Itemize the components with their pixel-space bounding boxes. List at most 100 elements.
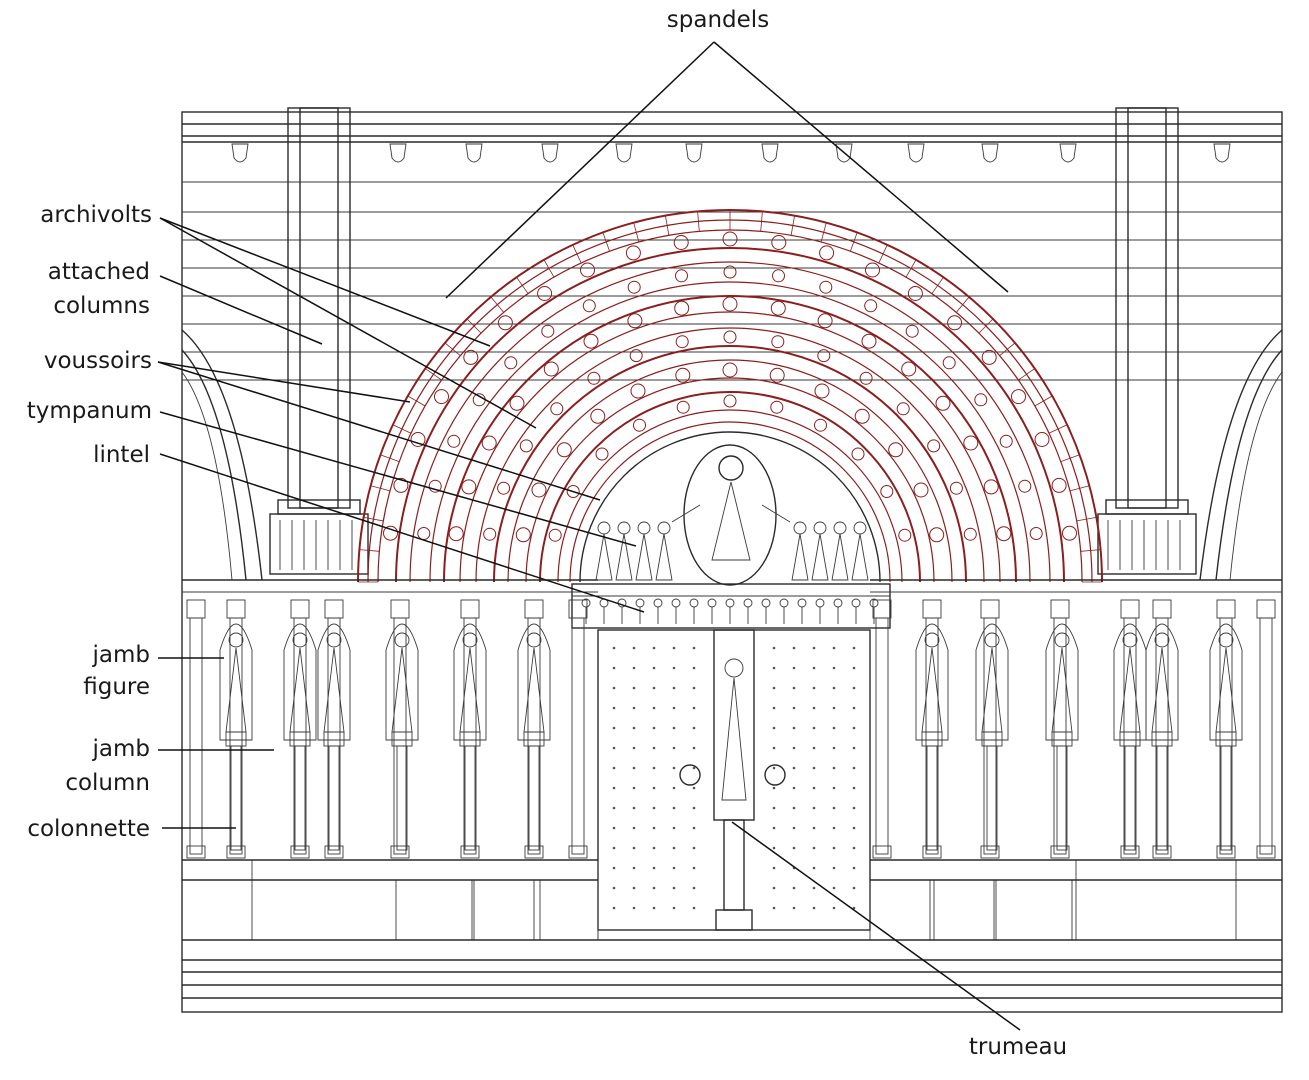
archivolt-ring [525,377,935,583]
voussoir-joint [370,485,391,492]
column-base [1216,845,1236,859]
jamb-figure-head [326,632,342,648]
jamb-figure-body [1051,647,1073,733]
voussoir-joint [1080,549,1101,552]
archivolt-roundel [1062,525,1077,541]
door-stud [632,746,636,750]
label-colonnette: colonnette [27,816,150,842]
jamb-step [995,879,1073,941]
jamb-niche [219,623,253,741]
door-stud [792,746,796,750]
voussoir-joint [543,259,555,278]
jamb-niche [385,623,419,741]
archivolt-roundel [428,479,442,493]
jamb-figure-body [391,647,413,733]
colonnette [986,745,998,851]
voussoir-joint [999,342,1016,357]
door-stud [792,806,796,810]
door-stud [632,646,636,650]
archivolt-roundel [723,265,737,279]
archivolt-roundel [974,393,988,407]
voussoir-joint [633,222,640,243]
door-stud [852,766,856,770]
archivolt-ring [557,409,903,583]
jamb-figure-head [292,632,308,648]
colonnette [926,745,938,851]
column-capital [390,599,410,619]
jamb-column [463,617,477,855]
door-stud [792,646,796,650]
label-voussoirs: voussoirs [44,348,152,374]
lintel-figure-head [833,598,843,608]
tympanum-figures [595,521,869,581]
lintel-figure-head [671,598,681,608]
door-stud [772,746,776,750]
door-stud [772,806,776,810]
archivolt-roundel [913,482,929,498]
door-stud [632,686,636,690]
lintel-figure-head [743,598,753,608]
door-stud [832,786,836,790]
archivolt-roundel [543,361,559,377]
column-capital [1050,599,1070,619]
door-stud [812,706,816,710]
door-stud [672,646,676,650]
door-stud [672,846,676,850]
archivolt-roundel [851,447,865,461]
corbel [685,143,703,163]
door-stud [672,666,676,670]
archivolt-roundel [935,395,951,411]
door-stud [832,906,836,910]
leader-trumeau [731,821,1021,1031]
leader-tympanum [159,411,637,547]
archivolt-roundel [393,477,409,493]
column-base [226,845,246,859]
archivolt-roundel [675,335,689,349]
corbel [231,143,249,163]
jamb-figure-head [526,632,542,648]
door-stud [692,906,696,910]
jamb-step [539,879,599,941]
corbel [465,143,483,163]
archivolt-roundel [629,349,643,363]
door-stud [692,886,696,890]
archivolt-roundel [723,394,737,408]
jamb-niche [915,623,949,741]
archivolt-roundel [448,526,464,542]
archivolt-roundel [814,418,827,432]
jamb-zone [182,579,1282,941]
jamb-niche [1209,623,1243,741]
archivolt-roundel [434,389,449,405]
column-capital [460,599,480,619]
door-stud [612,826,616,830]
jamb-step [1075,859,1237,941]
lintel-figure-head [761,598,771,608]
door-stud [852,786,856,790]
label-spandels: spandels [667,7,769,33]
door-stud [832,706,836,710]
jamb-figure-head [924,632,940,648]
door-stud [612,886,616,890]
archivolt-roundel [627,313,643,329]
leader-voussoirs-2 [157,361,601,501]
voussoir-joint [490,296,505,313]
door-stud [792,846,796,850]
lintel-figure-head [815,598,825,608]
door-stud [792,686,796,690]
voussoir-joint [978,318,994,334]
archivolt-roundel [483,527,497,541]
archivolt-roundel [1011,389,1026,405]
archivolt-roundel [771,335,785,349]
door-stud [612,726,616,730]
door-stud [672,886,676,890]
archivolt-roundel [770,300,786,316]
colonnette [1220,745,1232,851]
jamb-column [571,617,585,855]
column-base [290,845,310,859]
door-stud [672,706,676,710]
jamb-figure-head [394,632,410,648]
corbel [1059,143,1077,163]
jamb-niche [975,623,1009,741]
door-stud [852,806,856,810]
